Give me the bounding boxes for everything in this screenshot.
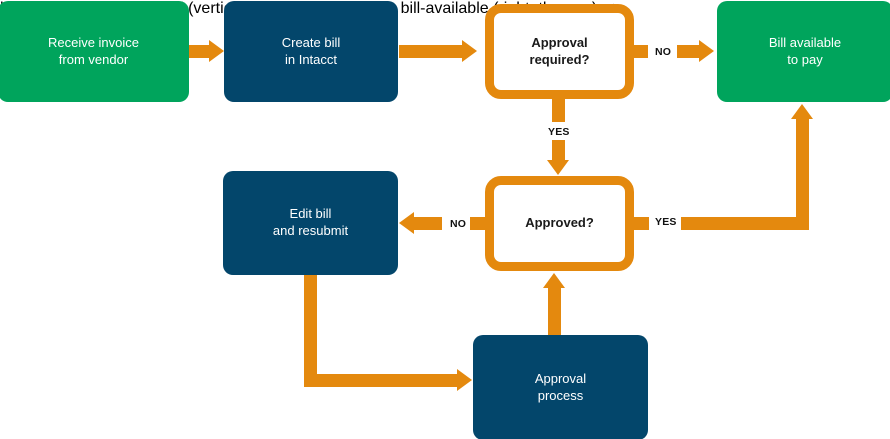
arrowhead-receive-to-create xyxy=(209,40,224,62)
connector-approval-required-no-stub xyxy=(633,45,648,58)
connector-edit-to-approval-vertical xyxy=(304,275,317,386)
arrowhead-approval-required-no xyxy=(699,40,714,62)
edge-label-approval-required-no: NO xyxy=(651,45,676,60)
connector-approved-no-stub xyxy=(470,217,486,230)
connector-receive-to-create xyxy=(189,45,212,58)
node-create-bill[interactable]: Create bill in Intacct xyxy=(224,1,398,102)
connector-approved-yes-stub xyxy=(633,217,649,230)
connector-approval-required-yes-upper xyxy=(552,98,565,122)
node-receive-invoice[interactable]: Receive invoice from vendor xyxy=(0,1,189,102)
edge-label-approval-required-yes: YES xyxy=(544,125,574,140)
connector-approved-no xyxy=(413,217,442,230)
arrowhead-edit-to-approval xyxy=(457,369,472,391)
arrowhead-create-to-approval-required xyxy=(462,40,477,62)
node-approved[interactable]: Approved? xyxy=(485,176,634,271)
edge-label-approved-yes: YES xyxy=(651,215,681,230)
connector-edit-to-approval-horizontal xyxy=(304,374,459,387)
node-approval-process[interactable]: Approval process xyxy=(473,335,648,439)
node-edit-bill[interactable]: Edit bill and resubmit xyxy=(223,171,398,275)
edge-label-approved-no: NO xyxy=(446,217,471,232)
connector-create-to-approval-required xyxy=(399,45,465,58)
node-approval-required[interactable]: Approval required? xyxy=(485,4,634,99)
node-bill-available[interactable]: Bill available to pay xyxy=(717,1,890,102)
connector-approval-required-yes-lower xyxy=(552,140,565,162)
arrowhead-approved-yes xyxy=(791,104,813,119)
arrowhead-approval-process-to-approved xyxy=(543,273,565,288)
arrowhead-approval-required-yes xyxy=(547,160,569,175)
arrowhead-approved-no xyxy=(399,212,414,234)
connector-approved-yes-horizontal xyxy=(677,217,809,230)
connector-approval-process-to-approved xyxy=(548,288,561,336)
connector-approval-required-no xyxy=(677,45,701,58)
connector-approved-yes-vertical xyxy=(796,119,809,230)
